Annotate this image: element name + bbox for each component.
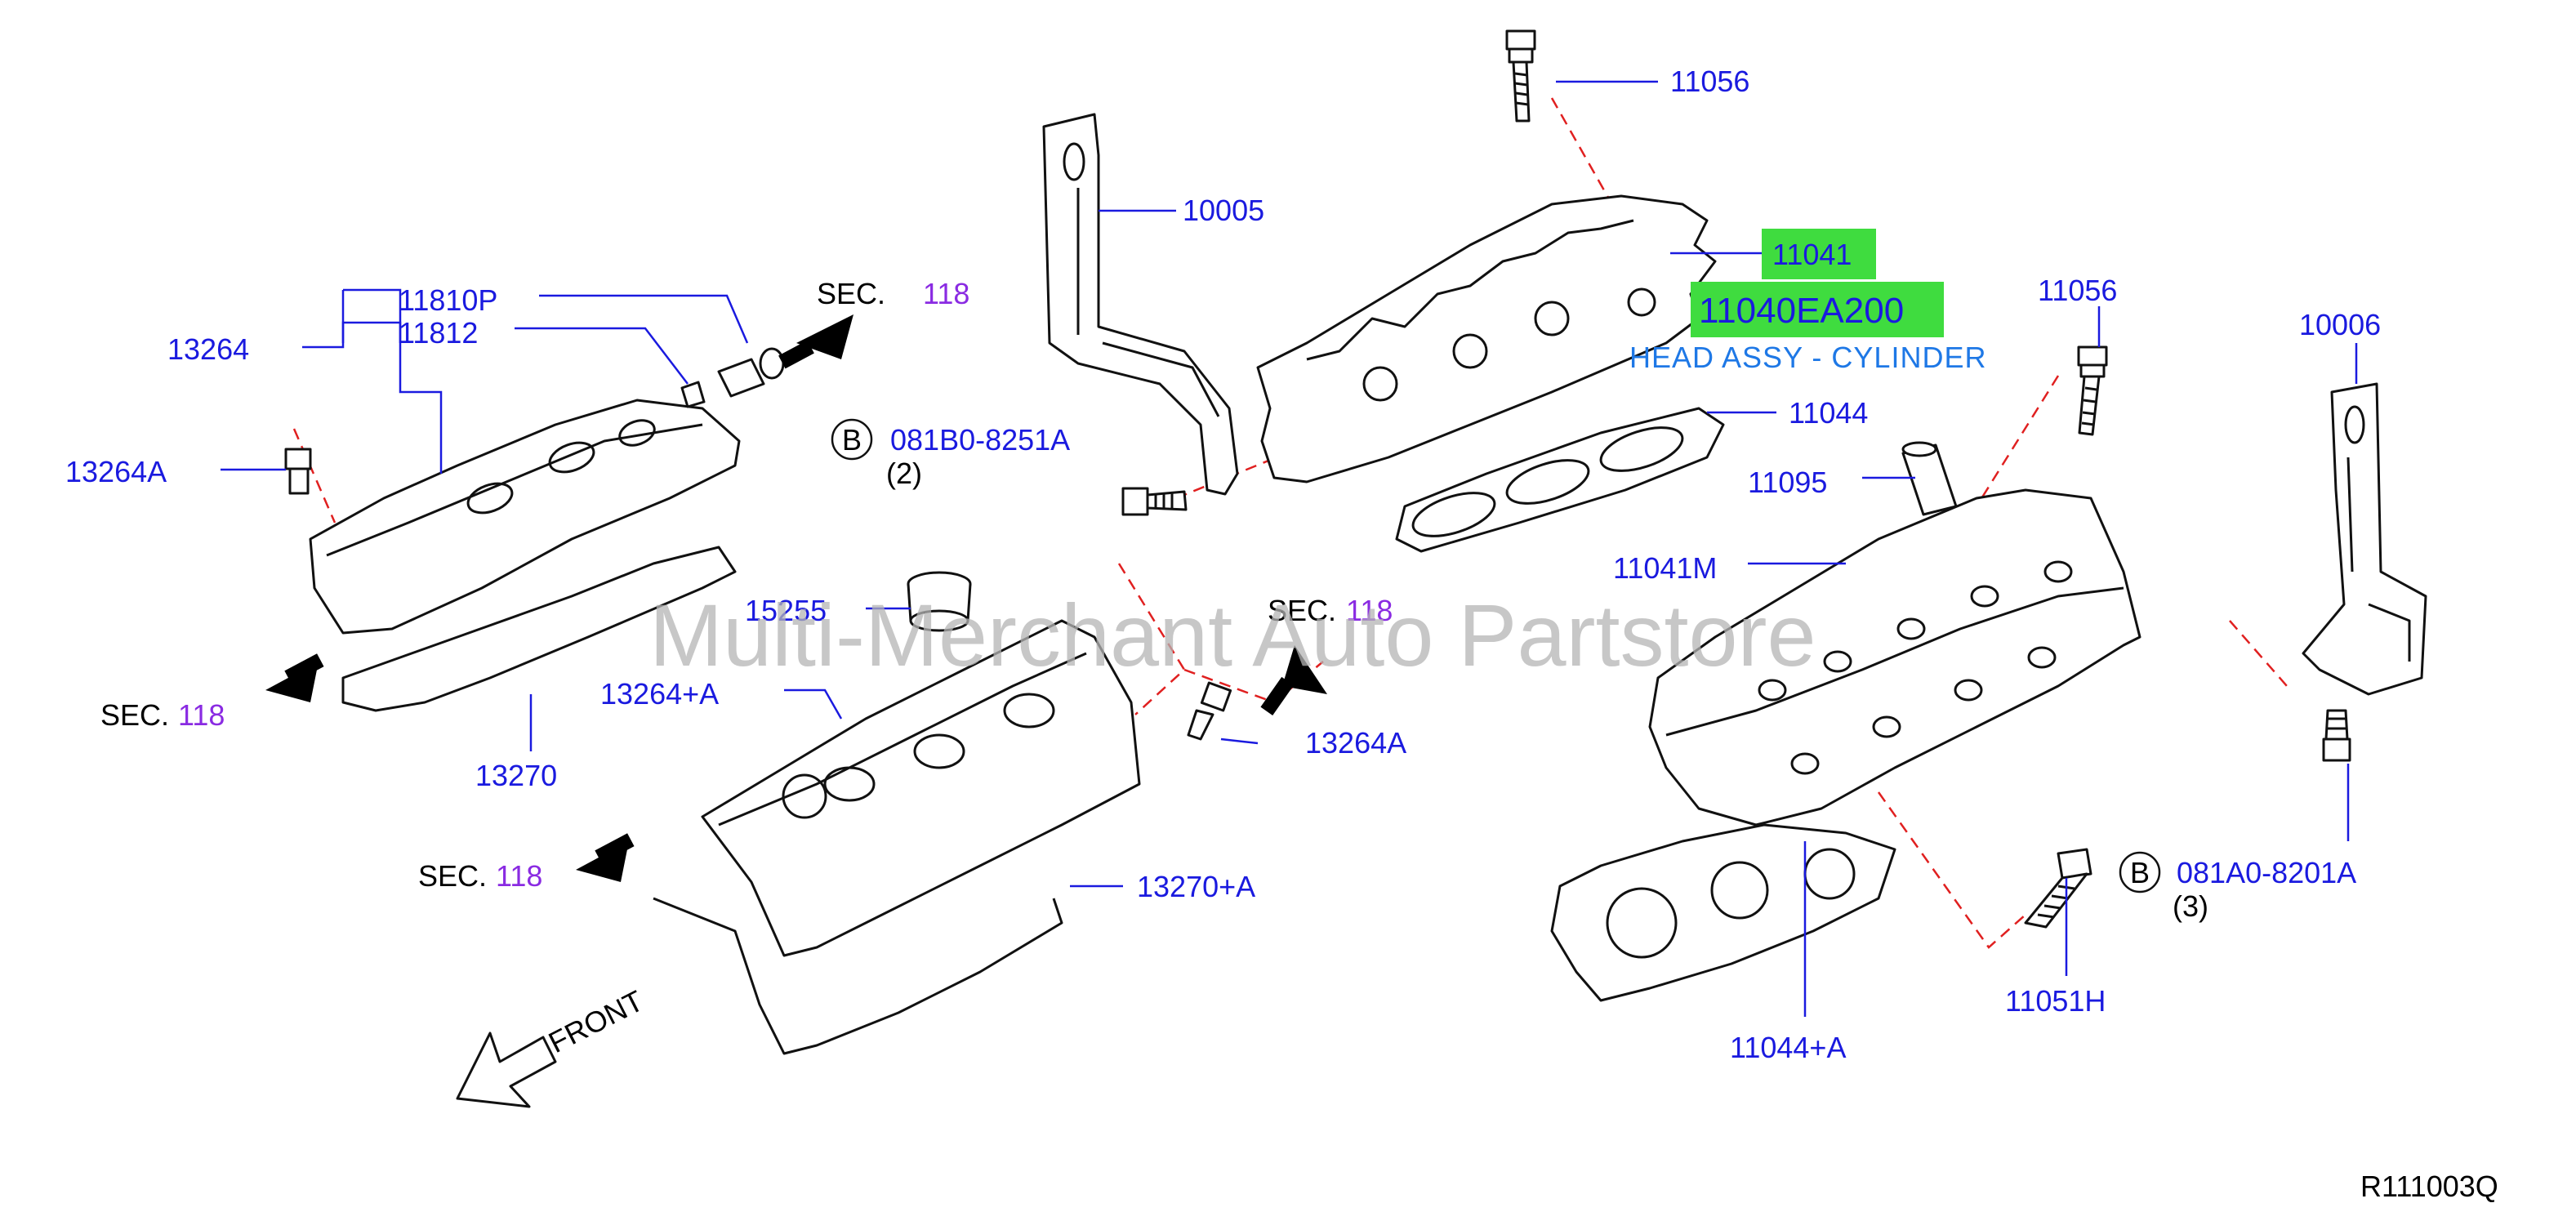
bracket-10005 [1042,113,1239,496]
sec-ref-mid-prefix: SEC. [1268,594,1336,627]
sec-ref-bottom[interactable]: SEC. 118 [418,859,542,893]
label-11051H[interactable]: 11051H [2005,984,2106,1018]
sec-ref-top-number: 118 [923,277,969,310]
label-15255[interactable]: 15255 [745,594,827,627]
bolt-11056-top [1505,29,1536,123]
diagram-code: R111003Q [2360,1170,2498,1203]
bolt-bracket-right [2322,709,2351,762]
label-qty-2: (2) [886,457,922,490]
label-10005[interactable]: 10005 [1183,194,1264,227]
badge-b-left-text: B [842,423,862,457]
sec-ref-top-prefix: SEC. [817,277,885,310]
sec-ref-mid[interactable]: SEC. 118 [1268,594,1393,627]
label-11812[interactable]: 11812 [399,316,478,350]
label-081A0-8201A[interactable]: 081A0-8201A [2177,856,2356,889]
front-arrow [456,1032,557,1108]
label-081B0-8251A[interactable]: 081B0-8251A [890,423,1070,457]
label-10006[interactable]: 10006 [2299,308,2381,341]
rocker-gasket-13270 [341,546,737,712]
label-11041M[interactable]: 11041M [1613,551,1717,585]
bolt-11051h [2024,848,2092,929]
bolt-bracket-left [1121,487,1188,516]
cylinder-head-lower [1648,488,2141,827]
sec-ref-bottom-prefix: SEC. [418,859,487,893]
label-13264[interactable]: 13264 [167,332,249,366]
label-11810P[interactable]: 11810P [399,283,497,317]
rocker-cover-right [701,619,1141,957]
label-13264A-left[interactable]: 13264A [65,455,167,488]
label-11056-top[interactable]: 11056 [1670,65,1749,98]
watermark: Multi-Merchant Auto Partstore [649,586,1816,684]
sec-ref-left[interactable]: SEC. 118 [100,698,225,732]
cylinder-head-upper [1256,194,1717,483]
rocker-gasket-13270a [653,897,1063,1055]
bracket-10006 [2302,382,2427,696]
bolt-13264a-mid [1187,681,1232,741]
oil-filler-cap-15255 [907,571,972,632]
label-11044plusA[interactable]: 11044+A [1730,1031,1846,1064]
label-13264A-mid[interactable]: 13264A [1305,726,1406,760]
head-gasket-11044 [1395,407,1725,553]
label-qty-3: (3) [2173,889,2208,923]
rocker-cover-left [309,399,741,635]
badge-b-left [831,418,873,461]
label-11041[interactable]: 11041 [1772,238,1852,271]
section-arrows [265,314,1327,882]
sec-ref-top[interactable]: SEC. 118 [817,277,969,310]
label-13270[interactable]: 13270 [475,759,557,792]
highlight-11040 [1691,282,1944,337]
label-11056-right[interactable]: 11056 [2038,274,2117,307]
badge-b-right [2119,851,2161,893]
sec-ref-left-number: 118 [178,698,225,732]
head-gasket-11044a [1550,823,1896,1002]
label-head-assy-cylinder: HEAD ASSY - CYLINDER [1629,341,1986,374]
label-11095[interactable]: 11095 [1748,466,1827,499]
bolt-11056-right [2077,345,2108,436]
bolt-13264a-left [284,448,312,495]
pcv-valve [680,347,785,408]
label-11040EA200[interactable]: 11040EA200 [1699,291,1904,331]
badge-b-right-text: B [2130,856,2150,889]
sec-ref-left-prefix: SEC. [100,698,169,732]
sec-ref-mid-number: 118 [1346,594,1393,627]
front-label: FRONT [543,983,648,1059]
label-13270plusA[interactable]: 13270+A [1137,870,1255,903]
leader-lines [221,80,2358,1017]
sec-ref-bottom-number: 118 [496,859,542,893]
label-13264plusA[interactable]: 13264+A [600,677,719,711]
highlight-11041 [1762,229,1876,279]
label-11044[interactable]: 11044 [1789,396,1868,430]
